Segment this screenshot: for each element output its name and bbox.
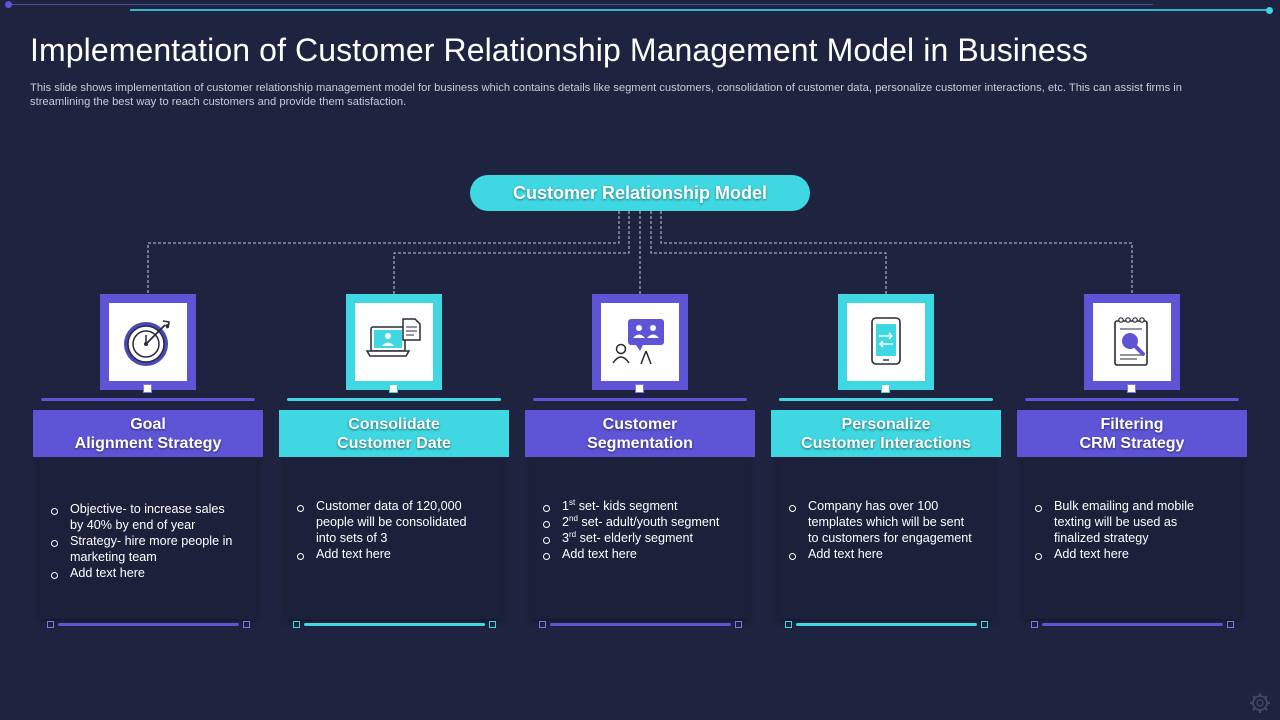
personalize-card <box>777 457 995 619</box>
filtering-icon-box <box>1084 294 1180 393</box>
personalize-bottom-square-right <box>981 621 988 628</box>
personalize-header-line-2: Customer Interactions <box>801 434 971 452</box>
top-decor-dot-right <box>1266 7 1273 14</box>
filtering-card <box>1023 457 1241 619</box>
laptop-data-icon <box>365 318 421 357</box>
consolidate-bottom-rule <box>304 623 485 626</box>
consolidate-header-line-1: Consolidate <box>348 415 440 433</box>
list-item: 2nd set- adult/youth segment <box>531 514 727 530</box>
segmentation-icon-box <box>592 294 688 393</box>
segmentation-bullets: 1st set- kids segment 2nd set- adult/you… <box>531 498 727 562</box>
goal-card <box>39 457 257 619</box>
filtering-bottom-square-right <box>1227 621 1234 628</box>
goal-icon-box <box>100 294 196 393</box>
list-item: Company has over 100 templates which wil… <box>777 498 973 546</box>
segmentation-top-bar <box>533 398 747 401</box>
list-item: 3rd set- elderly segment <box>531 530 727 546</box>
connector-filtering <box>660 211 1133 294</box>
filtering-bottom-square-left <box>1031 621 1038 628</box>
list-item: Add text here <box>777 546 973 562</box>
smartphone-icon <box>871 317 901 365</box>
root-node: Customer Relationship Model <box>470 175 810 211</box>
list-item: Customer data of 120,000 people will be … <box>285 498 481 546</box>
list-item: Objective- to increase sales by 40% by e… <box>39 501 235 533</box>
list-item: 1st set- kids segment <box>531 498 727 514</box>
filtering-header-line-1: Filtering <box>1100 415 1164 433</box>
consolidate-header: Consolidate Customer Date <box>279 410 509 457</box>
personalize-bottom-rule <box>796 623 977 626</box>
list-item: Add text here <box>285 546 481 562</box>
segmentation-header-line-1: Customer <box>602 415 678 433</box>
page-subtitle: This slide shows implementation of custo… <box>30 82 1183 108</box>
gear-icon <box>1250 693 1270 713</box>
goal-connector-handle <box>143 384 152 393</box>
goal-bullets: Objective- to increase sales by 40% by e… <box>39 501 235 581</box>
goal-header-line-1: Goal <box>130 415 166 433</box>
personalize-connector-handle <box>881 384 890 393</box>
consolidate-connector-handle <box>389 384 398 393</box>
top-decor-line-accent <box>130 9 1272 11</box>
personalize-header-line-1: Personalize <box>841 415 931 433</box>
connector-personalize <box>650 211 887 294</box>
target-icon <box>124 320 170 366</box>
list-item: Bulk emailing and mobile texting will be… <box>1023 498 1219 546</box>
segmentation-header-line-2: Segmentation <box>587 434 693 452</box>
filtering-connector-handle <box>1127 384 1136 393</box>
filtering-header: Filtering CRM Strategy <box>1017 410 1247 457</box>
list-item: Add text here <box>39 565 235 581</box>
personalize-header: Personalize Customer Interactions <box>771 410 1001 457</box>
goal-header-line-2: Alignment Strategy <box>74 434 222 452</box>
notepad-search-icon <box>1114 317 1148 366</box>
filtering-top-bar <box>1025 398 1239 401</box>
segmentation-connector-handle <box>635 384 644 393</box>
consolidate-bottom-square-left <box>293 621 300 628</box>
connector-consolidate <box>393 211 630 294</box>
consolidate-card <box>285 457 503 619</box>
segmentation-presentation-icon <box>612 319 664 365</box>
list-item: Add text here <box>531 546 727 562</box>
personalize-icon-box <box>838 294 934 393</box>
segmentation-bottom-square-left <box>539 621 546 628</box>
segmentation-header: Customer Segmentation <box>525 410 755 457</box>
list-item: Add text here <box>1023 546 1219 562</box>
top-decor-line <box>8 4 1153 5</box>
top-decor-dot-left <box>5 1 12 8</box>
personalize-bullets: Company has over 100 templates which wil… <box>777 498 973 562</box>
consolidate-icon-box <box>346 294 442 393</box>
segmentation-card <box>531 457 749 619</box>
consolidate-top-bar <box>287 398 501 401</box>
segmentation-bottom-square-right <box>735 621 742 628</box>
segmentation-bottom-rule <box>550 623 731 626</box>
goal-header: Goal Alignment Strategy <box>33 410 263 457</box>
goal-bottom-rule <box>58 623 239 626</box>
list-item: Strategy- hire more people in marketing … <box>39 533 235 565</box>
goal-bottom-square-right <box>243 621 250 628</box>
goal-top-bar <box>41 398 255 401</box>
filtering-header-line-2: CRM Strategy <box>1079 434 1185 452</box>
consolidate-bottom-square-right <box>489 621 496 628</box>
filtering-bottom-rule <box>1042 623 1223 626</box>
goal-bottom-square-left <box>47 621 54 628</box>
consolidate-bullets: Customer data of 120,000 people will be … <box>285 498 481 562</box>
personalize-top-bar <box>779 398 993 401</box>
page-title: Implementation of Customer Relationship … <box>30 32 1089 68</box>
connector-goal <box>147 211 620 294</box>
personalize-bottom-square-left <box>785 621 792 628</box>
consolidate-header-line-2: Customer Date <box>337 434 451 452</box>
filtering-bullets: Bulk emailing and mobile texting will be… <box>1023 498 1219 562</box>
